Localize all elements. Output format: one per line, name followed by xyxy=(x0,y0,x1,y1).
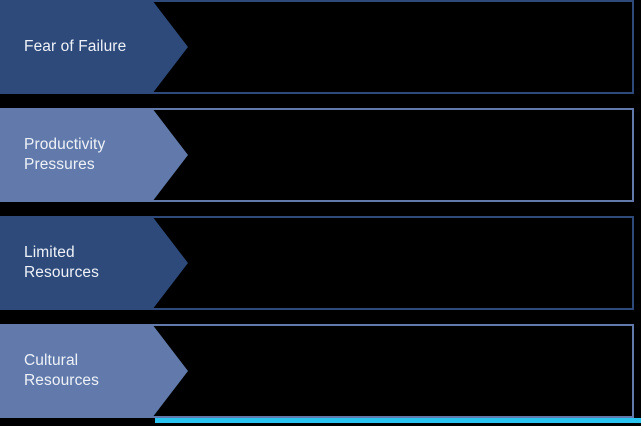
band-chevron[interactable]: Fear of Failure xyxy=(0,0,188,94)
band-label: Limited Resources xyxy=(24,243,99,281)
band-chevron[interactable]: Cultural Resources xyxy=(0,324,188,418)
band-label: Cultural Resources xyxy=(24,351,99,389)
band-chevron[interactable]: Limited Resources xyxy=(0,216,188,310)
band-row[interactable]: Fear of Failure xyxy=(0,0,634,94)
band-row[interactable]: Productivity Pressures xyxy=(0,108,634,202)
band-row[interactable]: Cultural Resources xyxy=(0,324,634,418)
band-label: Productivity Pressures xyxy=(24,135,106,173)
band-chevron[interactable]: Productivity Pressures xyxy=(0,108,188,202)
bottom-accent-line xyxy=(155,418,641,423)
band-row[interactable]: Limited Resources xyxy=(0,216,634,310)
band-label: Fear of Failure xyxy=(24,37,127,55)
